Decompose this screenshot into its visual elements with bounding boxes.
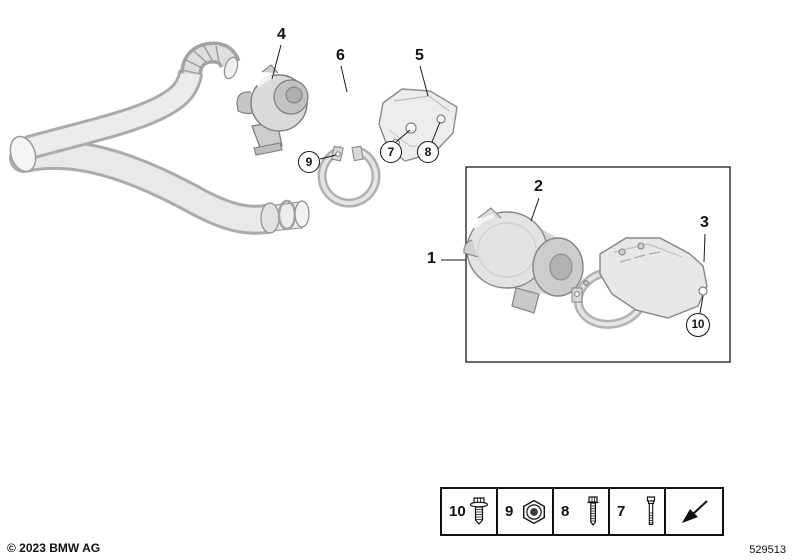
fastener-label: 9 (505, 503, 514, 520)
bracket-part-3 (599, 237, 708, 319)
kit-group-box (465, 166, 731, 363)
coolant-hose-assembly (9, 41, 310, 235)
callout-9-circled[interactable]: 9 (298, 151, 320, 173)
callout-8-circled[interactable]: 8 (417, 141, 439, 163)
fastener-label: 8 (561, 503, 570, 520)
fastener-cell-arrow[interactable] (666, 489, 722, 534)
leader-lines (271, 44, 706, 314)
fastener-cell-8[interactable]: 8 (554, 489, 610, 534)
callout-4[interactable]: 4 (277, 26, 286, 43)
clamp-part-6 (317, 145, 381, 208)
hex-screw-icon (583, 495, 603, 529)
fastener-table: 10 9 8 (440, 487, 724, 536)
fastener-cell-10[interactable]: 10 (442, 489, 498, 534)
callout-3[interactable]: 3 (700, 214, 709, 231)
flange-nut-icon (521, 499, 547, 525)
fastener-cell-7[interactable]: 7 (610, 489, 666, 534)
direction-arrow-icon (679, 498, 711, 526)
callout-7-circled[interactable]: 7 (380, 141, 402, 163)
stud-screw-icon (643, 495, 659, 529)
fastener-cell-9[interactable]: 9 (498, 489, 554, 534)
flange-screw-icon (467, 495, 491, 529)
callout-6[interactable]: 6 (336, 47, 345, 64)
fastener-label: 10 (449, 503, 466, 520)
callout-2[interactable]: 2 (534, 178, 543, 195)
callout-1[interactable]: 1 (427, 250, 436, 267)
electric-pump-part-4 (236, 64, 309, 156)
diagram-number: 529513 (749, 544, 786, 556)
callout-5[interactable]: 5 (415, 47, 424, 64)
callout-10-circled[interactable]: 10 (686, 313, 710, 337)
electric-pump-part-2 (463, 207, 584, 314)
copyright-text: © 2023 BMW AG (7, 541, 101, 555)
fastener-label: 7 (617, 503, 626, 520)
